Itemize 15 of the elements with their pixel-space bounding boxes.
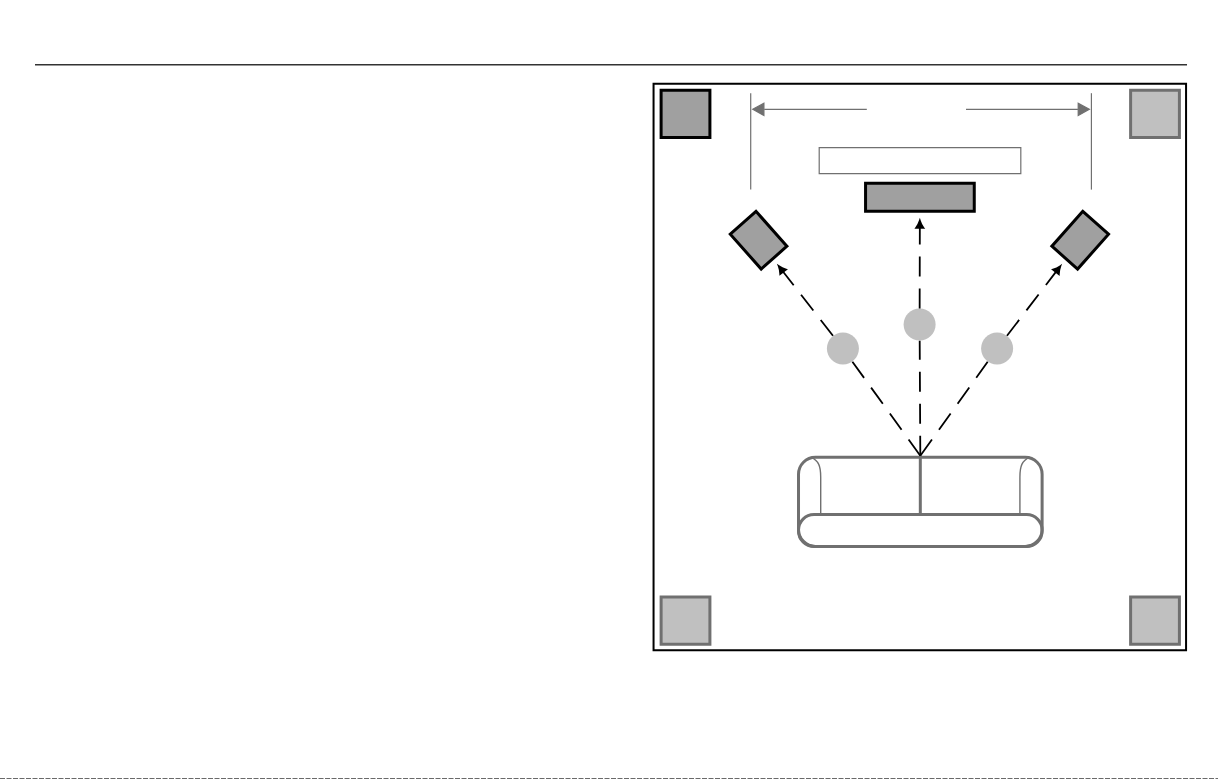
arrow (777, 265, 834, 337)
circle-marker (903, 308, 936, 341)
circle-marker (826, 332, 859, 365)
speaker-box (1129, 88, 1181, 139)
arrow (915, 219, 925, 310)
screen-box (818, 147, 1022, 175)
speaker-box (1129, 595, 1181, 646)
arrow (1006, 265, 1062, 337)
sofa-drawing (797, 455, 1044, 548)
speaker-box (1049, 209, 1111, 272)
room-outline (652, 82, 1188, 652)
circle-marker (981, 332, 1014, 365)
speaker-box (864, 181, 976, 213)
speaker-box (659, 595, 712, 646)
speaker-box (659, 88, 712, 139)
